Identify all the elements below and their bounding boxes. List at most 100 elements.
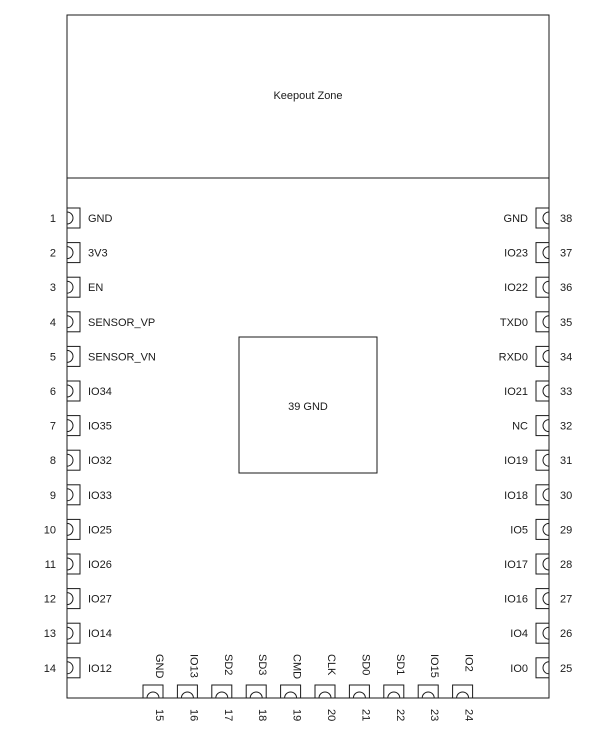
pin-number: 9 [50, 490, 56, 502]
pad-outline [535, 380, 550, 402]
pin-number: 35 [560, 317, 572, 329]
keepout-zone-label: Keepout Zone [273, 90, 342, 102]
pad-half-circle [66, 211, 74, 225]
pad-outline [66, 207, 81, 229]
pin-19: CMD 19 [280, 654, 303, 721]
pin-number: 23 [428, 709, 440, 721]
pin-name: IO5 [510, 524, 528, 536]
pin-name: GND [88, 213, 113, 225]
pin-name: SENSOR_VP [88, 317, 155, 329]
pad-half-circle [66, 661, 74, 675]
center-ground-pad [238, 336, 378, 474]
pin-name: IO25 [88, 524, 112, 536]
pad-outline [535, 207, 550, 229]
pin-number: 1 [50, 213, 56, 225]
pin-23: IO15 23 [417, 654, 440, 721]
pad-half-circle [387, 691, 401, 699]
pad-outline [535, 588, 550, 610]
pin-number: 38 [560, 213, 572, 225]
pin-name: SD2 [222, 654, 234, 675]
pin-name: IO26 [88, 559, 112, 571]
pin-name: IO0 [510, 663, 528, 675]
pin-number: 34 [560, 351, 572, 363]
pad-half-circle [66, 384, 74, 398]
pad-half-circle [456, 691, 470, 699]
pin-name: IO16 [504, 594, 528, 606]
pad-outline [66, 484, 81, 506]
pad-half-circle [542, 626, 550, 640]
pad-half-circle [542, 488, 550, 502]
pin-name: GND [153, 654, 165, 679]
pad-half-circle [249, 691, 263, 699]
pin-number: 19 [291, 709, 303, 721]
pad-half-circle [542, 592, 550, 606]
pin-number: 13 [44, 628, 56, 640]
pin-36: 36 IO22 [504, 276, 572, 298]
pin-number: 36 [560, 282, 572, 294]
pad-half-circle [180, 691, 194, 699]
pad-half-circle [542, 315, 550, 329]
pad-outline [535, 449, 550, 471]
pin-name: CLK [325, 654, 337, 676]
bottom-pin-row: GND15IO1316SD217SD318CMD19CLK20SD021SD12… [142, 654, 475, 721]
pin-number: 20 [325, 709, 337, 721]
pad-outline [66, 622, 81, 644]
pad-half-circle [542, 453, 550, 467]
pad-half-circle [66, 280, 74, 294]
pin-number: 21 [359, 709, 371, 721]
pin-name: SD3 [256, 654, 268, 675]
pin-name: IO15 [428, 654, 440, 678]
pin-number: 10 [44, 524, 56, 536]
pad-outline [535, 415, 550, 437]
pad-half-circle [542, 349, 550, 363]
pad-outline [280, 684, 302, 699]
pin-name: IO22 [504, 282, 528, 294]
pad-outline [66, 553, 81, 575]
pad-outline [383, 684, 405, 699]
pin-name: IO13 [187, 654, 199, 678]
pad-outline [66, 345, 81, 367]
pad-half-circle [215, 691, 229, 699]
pin-38: 38 GND [504, 207, 572, 229]
pin-name: IO4 [510, 628, 528, 640]
pad-outline [535, 518, 550, 540]
pad-half-circle [66, 419, 74, 433]
pad-half-circle [66, 453, 74, 467]
center-ground-pad-label: 39 GND [288, 401, 328, 413]
pin-number: 30 [560, 490, 572, 502]
pin-name: SENSOR_VN [88, 351, 156, 363]
pin-name: EN [88, 282, 103, 294]
pad-half-circle [66, 315, 74, 329]
pad-half-circle [542, 246, 550, 260]
pin-name: CMD [291, 654, 303, 679]
right-pin-row: 38GND37IO2336IO2235TXD034RXD033IO2132NC3… [499, 207, 572, 679]
pad-outline [452, 684, 474, 699]
pad-half-circle [66, 557, 74, 571]
pin-name: IO27 [88, 594, 112, 606]
pad-outline [535, 311, 550, 333]
pad-outline [66, 518, 81, 540]
pin-20: CLK 20 [314, 654, 337, 721]
pin-number: 31 [560, 455, 572, 467]
pin-name: IO2 [463, 654, 475, 672]
pad-half-circle [542, 661, 550, 675]
pin-number: 27 [560, 594, 572, 606]
pin-name: GND [504, 213, 529, 225]
pin-name: IO32 [88, 455, 112, 467]
